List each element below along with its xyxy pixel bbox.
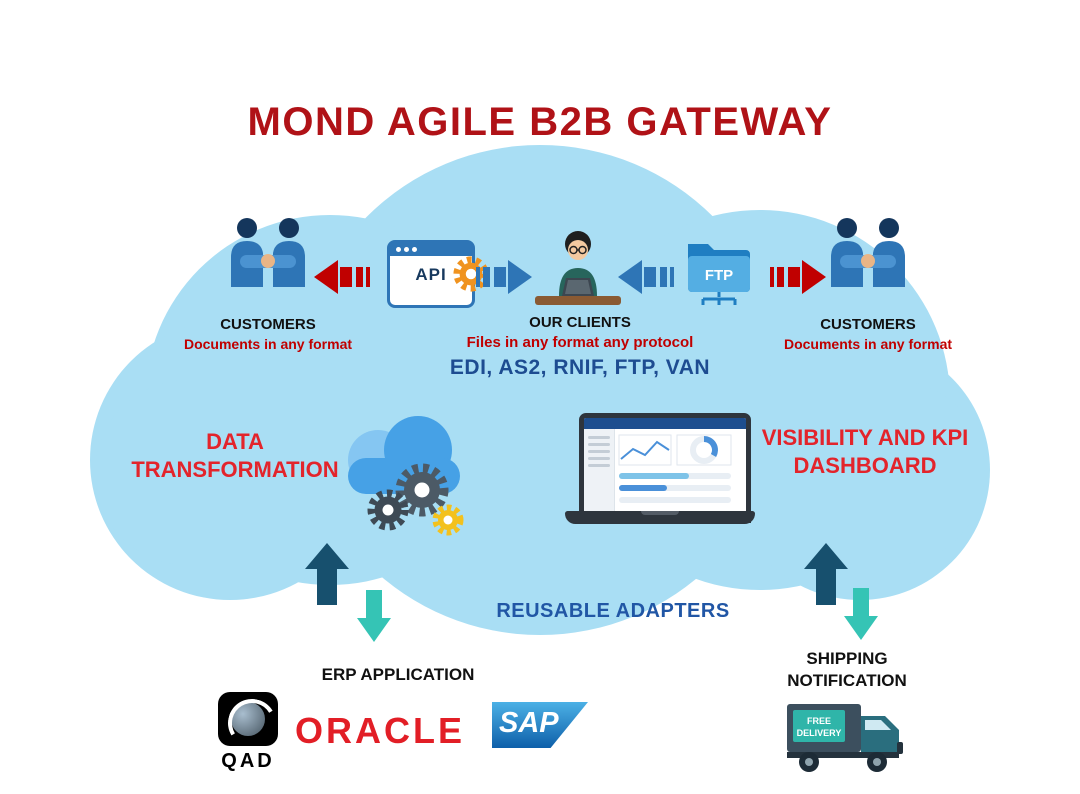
data-transformation-label: DATA TRANSFORMATION <box>131 429 339 482</box>
red-arrow-left-icon <box>314 260 370 299</box>
api-window: API <box>387 240 489 308</box>
api-label: API <box>415 265 447 284</box>
visibility-dashboard-label: VISIBILITY AND KPI DASHBOARD <box>761 425 969 478</box>
ftp-label: FTP <box>705 267 733 284</box>
window-dot-icon <box>404 247 409 252</box>
shipping-notification-label: SHIPPING NOTIFICATION <box>787 649 907 691</box>
gear-large <box>395 463 449 517</box>
erp-application-label: ERP APPLICATION <box>321 665 475 684</box>
blue-arrow-left-icon <box>618 260 674 299</box>
truck-sign-line2: DELIVERY <box>797 728 842 738</box>
down-arrow-icon <box>844 588 878 645</box>
clients-caption: OUR CLIENTS Files in any format any prot… <box>430 314 730 380</box>
customers-right-label: CUSTOMERS <box>820 316 916 333</box>
window-dot-icon <box>396 247 401 252</box>
dashboard-header-bar <box>584 418 746 429</box>
cloud-shape-part <box>95 380 985 565</box>
oracle-logo: ORACLE <box>295 710 465 751</box>
api-window-gear-icon: API <box>387 240 489 308</box>
customers-right-sub: Documents in any format <box>783 336 953 352</box>
blue-arrow-right-icon <box>476 260 532 299</box>
handshake-icon <box>223 215 313 312</box>
up-arrow-icon <box>305 543 349 610</box>
red-arrow-right-icon <box>770 260 826 299</box>
qad-logo-text: QAD <box>221 750 275 772</box>
qad-logo: QAD <box>206 692 290 773</box>
qad-sphere-icon <box>231 702 265 736</box>
delivery-truck-icon: FREE DELIVERY <box>785 698 910 781</box>
sap-logo: SAP <box>492 702 588 748</box>
window-dot-icon <box>412 247 417 252</box>
qad-arc-icon <box>222 693 282 753</box>
api-window-titlebar <box>390 243 472 256</box>
truck-sign-line1: FREE <box>807 716 831 726</box>
qad-logo-mark <box>218 692 282 753</box>
customers-left-sub: Documents in any format <box>183 336 353 352</box>
clients-label: OUR CLIENTS <box>529 314 631 331</box>
down-arrow-icon <box>357 590 391 647</box>
laptop-dashboard-icon <box>565 413 755 531</box>
customers-right-caption: CUSTOMERS Documents in any format <box>778 316 958 352</box>
laptop-screen <box>579 413 751 523</box>
customers-left-label: CUSTOMERS <box>220 316 316 333</box>
person-laptop-icon <box>533 228 623 317</box>
clients-protocols: EDI, AS2, RNIF, FTP, VAN <box>449 356 711 379</box>
clients-sub: Files in any format any protocol <box>466 334 694 351</box>
gear-yellow <box>432 504 464 536</box>
gear-medium <box>367 489 409 531</box>
dashboard-charts <box>615 429 746 513</box>
cloud-gears-icon <box>330 408 480 548</box>
laptop-notch <box>641 511 679 515</box>
page-title: MOND AGILE B2B GATEWAY <box>247 100 833 144</box>
handshake-icon <box>823 215 913 312</box>
customers-left-caption: CUSTOMERS Documents in any format <box>178 316 358 352</box>
reusable-adapters-label: REUSABLE ADAPTERS <box>496 600 730 622</box>
laptop-base <box>565 511 755 524</box>
ftp-folder-icon: FTP <box>682 234 758 313</box>
up-arrow-icon <box>804 543 848 610</box>
dashboard-sidebar <box>584 429 615 513</box>
